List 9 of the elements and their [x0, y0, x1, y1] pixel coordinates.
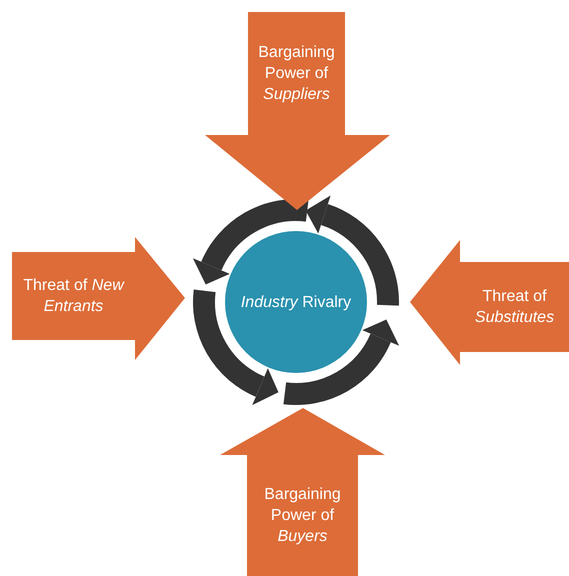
arrow-label: Threat of New Entrants	[22, 276, 126, 317]
block-arrow	[205, 12, 390, 210]
center-label: Industry Rivalry	[240, 292, 352, 312]
arrow-label: Bargaining Power of Buyers	[263, 485, 342, 547]
arrow-label: Threat of Substitutes	[474, 287, 556, 328]
block-arrow	[220, 408, 385, 576]
block-arrow	[12, 237, 185, 360]
arrow-label: Bargaining Power of Suppliers	[257, 43, 336, 105]
block-arrow	[410, 240, 569, 365]
